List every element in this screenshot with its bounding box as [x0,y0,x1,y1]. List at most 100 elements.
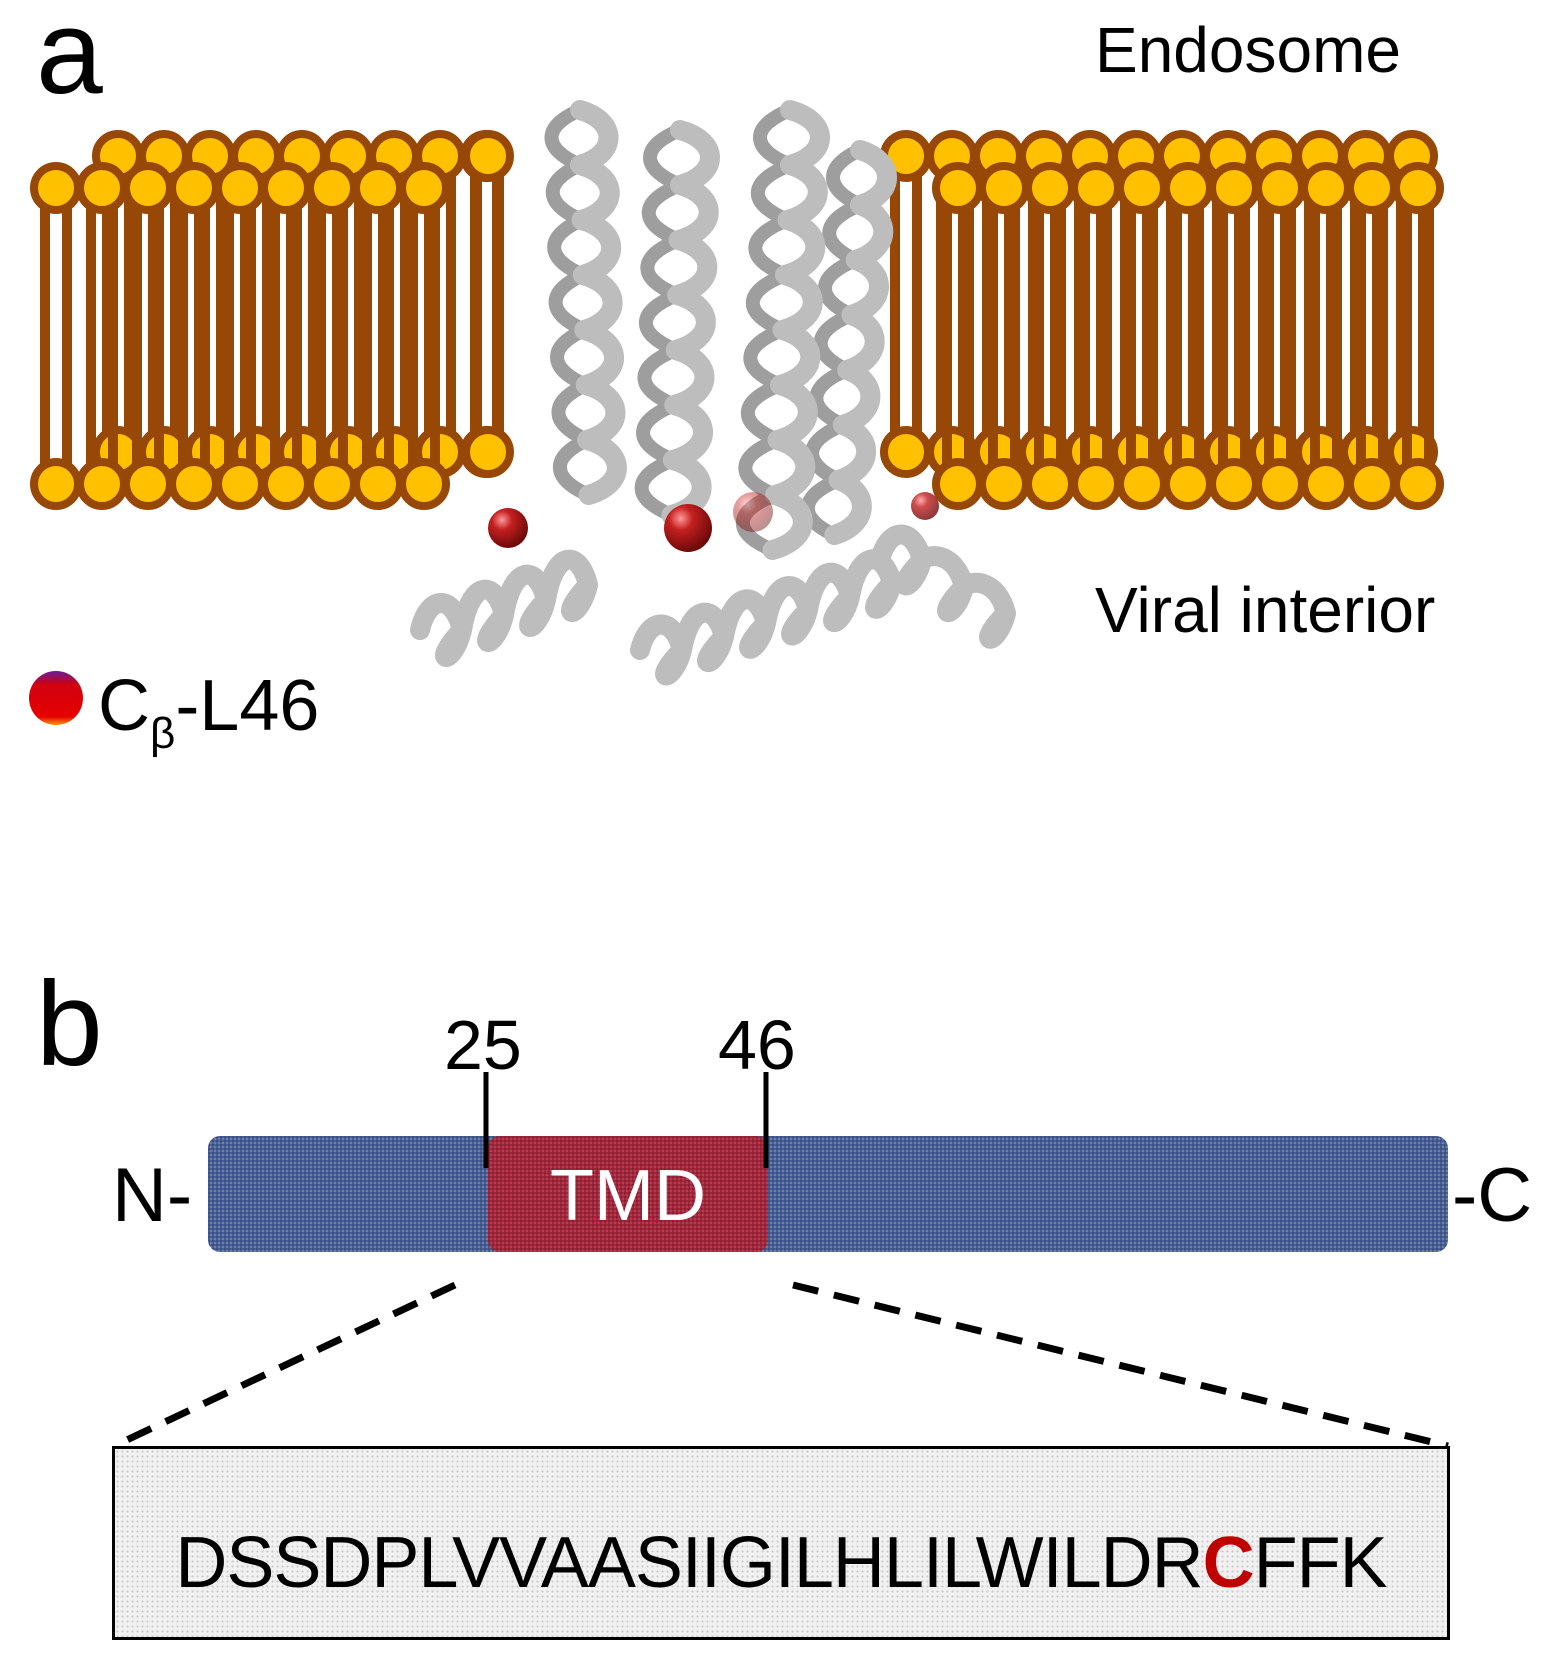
panel-b-label: b [36,957,103,1091]
c-terminus-label: -C [1452,1153,1533,1238]
lipid-tail [362,188,372,338]
lipid-tail [408,188,418,338]
lipid-tail [384,188,394,338]
lipid-tail [1378,334,1388,484]
lipid-tail [1264,334,1274,484]
sequence-box: DSSDPLVVAASIIGILHLILWILDRCFFK [112,1446,1450,1640]
lipid-tail [308,156,318,326]
lipid-tail [1050,156,1060,326]
sequence-highlight-cysteine: C [1202,1523,1255,1603]
lipid-tail [1280,156,1290,326]
lipid-tail [1010,188,1020,338]
lipid-tail [1074,282,1084,452]
lipid-tail [286,282,296,452]
amphipathic-helix [870,524,1016,649]
lipid-bilayer-left [30,130,514,510]
lipid-head [168,458,220,510]
lipid-tail [1034,334,1044,484]
lipid-head [1346,458,1398,510]
lipid-tail [446,282,456,452]
lipid-tail [262,156,272,326]
lipid-tail [1396,156,1406,326]
lipid-head [1024,162,1076,214]
lipid-tail [1120,282,1130,452]
lipid-head [462,426,514,478]
lipid-head [1254,162,1306,214]
lipid-tail [1120,156,1130,326]
lipid-tail [1350,156,1360,326]
lipid-tail [102,282,112,452]
lipid-head [1300,458,1352,510]
lipid-tail [40,334,50,484]
lipid-tail [1034,188,1044,338]
lipid-tail [148,156,158,326]
lipid-tail [292,334,302,484]
lipid-tail [86,188,96,338]
lipid-head [978,458,1030,510]
lipid-head [352,458,404,510]
lipid-tail [1142,282,1152,452]
lipid-tail [1194,188,1204,338]
lipid-head [932,162,984,214]
lipid-tail [316,334,326,484]
lipid-tail [216,156,226,326]
lipid-tail [378,156,388,326]
lipid-tail [194,156,204,326]
lipid-head [214,458,266,510]
lipid-tail [1172,334,1182,484]
lipid-head [168,162,220,214]
lipid-tail [338,188,348,338]
lipid-tail [1240,188,1250,338]
helix-ribbon [762,100,830,560]
lipid-head [398,458,450,510]
lipid-tail [332,156,342,326]
legend-label-main: C [98,666,150,746]
lipid-tail [286,156,296,326]
lipid-head [1116,162,1168,214]
lipid-tail [988,334,998,484]
lipid-tail [1080,188,1090,338]
lipid-tail [1378,188,1388,338]
lipid-tail [40,188,50,338]
lipid-tail [308,282,318,452]
lipid-tail [1056,334,1066,484]
lipid-tail [408,334,418,484]
lipid-tail [1372,156,1382,326]
lipid-tail [1142,156,1152,326]
lipid-head [30,162,82,214]
lipid-tail [270,188,280,338]
lipid-head [398,162,450,214]
lipid-tail [1258,156,1268,326]
lipid-tail [1004,282,1014,452]
protein-tetramer-ribbon [410,100,1016,686]
lipid-tail [890,156,900,326]
lipid-tail [1240,334,1250,484]
endosome-label: Endosome [1095,14,1401,86]
lipid-tail [1264,188,1274,338]
lipid-tail [1126,188,1136,338]
lipid-tail [1280,282,1290,452]
tmd-label: TMD [550,1156,706,1236]
lipid-tail [1102,334,1112,484]
lipid-tail [200,334,210,484]
lipid-tail [400,156,410,326]
legend-label: Cβ-L46 [98,670,319,756]
lipid-tail [354,156,364,326]
lipid-head [1024,458,1076,510]
lipid-head [306,162,358,214]
lipid-tail [1096,156,1106,326]
lipid-tail [1096,282,1106,452]
lipid-tail [1212,156,1222,326]
lipid-tail [942,334,952,484]
lipid-head [462,130,514,182]
lipid-tail [1332,334,1342,484]
lipid-tail [1234,282,1244,452]
lipid-tail [472,156,482,326]
lipid-tail [1418,282,1428,452]
lipid-tail [1396,282,1406,452]
lipid-tail [362,334,372,484]
lipid-tail [246,188,256,338]
helix-ribbon-back [544,103,596,502]
lipid-tail [332,282,342,452]
lipid-head [352,162,404,214]
